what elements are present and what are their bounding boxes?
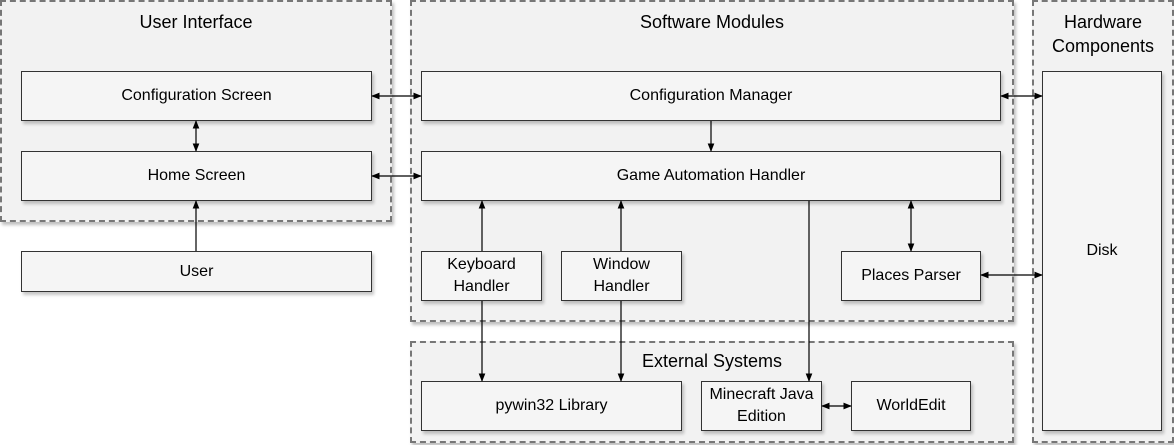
disk-box: Disk — [1042, 71, 1162, 431]
home-screen-label: Home Screen — [147, 167, 246, 184]
external-systems-title: External Systems — [641, 351, 783, 371]
configuration-screen-label: Configuration Screen — [121, 87, 272, 104]
places-parser-box: Places Parser — [841, 251, 981, 301]
software-modules-title: Software Modules — [639, 12, 785, 32]
minecraft-java-edition-label: Minecraft Java Edition — [709, 386, 814, 425]
game-automation-handler-label: Game Automation Handler — [616, 167, 806, 184]
places-parser-label: Places Parser — [861, 267, 961, 284]
configuration-manager-label: Configuration Manager — [629, 87, 793, 104]
minecraft-java-edition-box: Minecraft Java Edition — [701, 381, 822, 431]
hardware-components-title: Hardware Components — [1051, 12, 1155, 56]
pywin32-library-label: pywin32 Library — [495, 397, 608, 414]
game-automation-handler-box: Game Automation Handler — [421, 151, 1001, 201]
window-handler-label: Window Handler — [593, 256, 650, 295]
keyboard-handler-box: Keyboard Handler — [421, 251, 542, 301]
window-handler-box: Window Handler — [561, 251, 682, 301]
disk-label: Disk — [1086, 242, 1118, 259]
home-screen-box: Home Screen — [21, 151, 372, 201]
user-label: User — [179, 262, 214, 280]
user-interface-title: User Interface — [139, 12, 253, 32]
worldedit-label: WorldEdit — [876, 397, 946, 414]
configuration-manager-box: Configuration Manager — [421, 71, 1001, 121]
worldedit-box: WorldEdit — [851, 381, 971, 431]
pywin32-library-box: pywin32 Library — [421, 381, 682, 431]
configuration-screen-box: Configuration Screen — [21, 71, 372, 121]
user-box: User — [21, 251, 372, 292]
keyboard-handler-label: Keyboard Handler — [447, 256, 516, 295]
